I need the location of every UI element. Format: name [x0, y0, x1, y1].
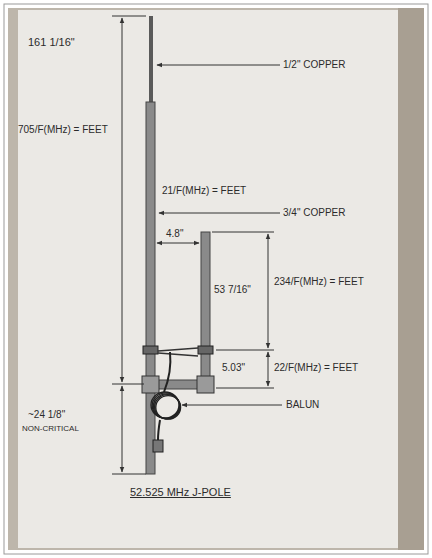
- paper-sheet: [18, 10, 398, 548]
- formula: 705/F(MHz) = FEET: [18, 124, 108, 136]
- leader-line: [182, 405, 282, 406]
- coax: [164, 352, 170, 392]
- note: NON-CRITICAL: [22, 423, 79, 435]
- feed-clamp: [143, 346, 158, 354]
- dimension: ~24 1/8": [28, 409, 65, 421]
- extension-line: [112, 16, 146, 17]
- extension-line: [216, 388, 274, 389]
- leader-line: [157, 65, 280, 66]
- dimension-line: [268, 352, 269, 386]
- dimension: 161 1/16": [28, 36, 75, 48]
- dimension: 53 7/16": [214, 284, 251, 296]
- feed-wire: [158, 348, 198, 356]
- wall: [398, 8, 424, 550]
- formula: 21/F(MHz) = FEET: [162, 185, 246, 197]
- extension-line: [216, 350, 274, 351]
- three-quarter-pipe: [146, 102, 155, 474]
- tee-fitting: [142, 376, 159, 393]
- coil-turn: [155, 395, 181, 419]
- coax-connector: [153, 440, 163, 452]
- material-label: 1/2" COPPER: [283, 59, 345, 71]
- matching-stub: [201, 232, 210, 384]
- coax: [158, 420, 160, 440]
- balun-coil: [151, 392, 181, 419]
- dimension-line: [157, 243, 199, 244]
- coil-turn: [156, 396, 181, 420]
- extension-line: [212, 232, 274, 233]
- half-inch-pipe: [149, 16, 153, 102]
- dimension-line: [122, 18, 123, 382]
- dimension: 5.03": [222, 362, 245, 374]
- elbow-fitting: [197, 376, 214, 393]
- frame: [4, 4, 428, 554]
- dimension: 4.8": [166, 228, 183, 240]
- formula: 22/F(MHz) = FEET: [274, 362, 358, 374]
- dimension-line: [122, 386, 123, 472]
- material-label: 3/4" COPPER: [283, 207, 345, 219]
- part-label: BALUN: [286, 399, 319, 411]
- formula: 234/F(MHz) = FEET: [274, 276, 364, 288]
- feed-clamp: [198, 346, 213, 354]
- photo-ground: [8, 8, 424, 550]
- dimension-line: [268, 234, 269, 348]
- extension-line: [112, 384, 144, 385]
- leader-line: [159, 213, 280, 214]
- extension-line: [112, 474, 146, 475]
- caption: 52.525 MHz J-POLE: [130, 486, 231, 498]
- coil-turn: [153, 394, 179, 419]
